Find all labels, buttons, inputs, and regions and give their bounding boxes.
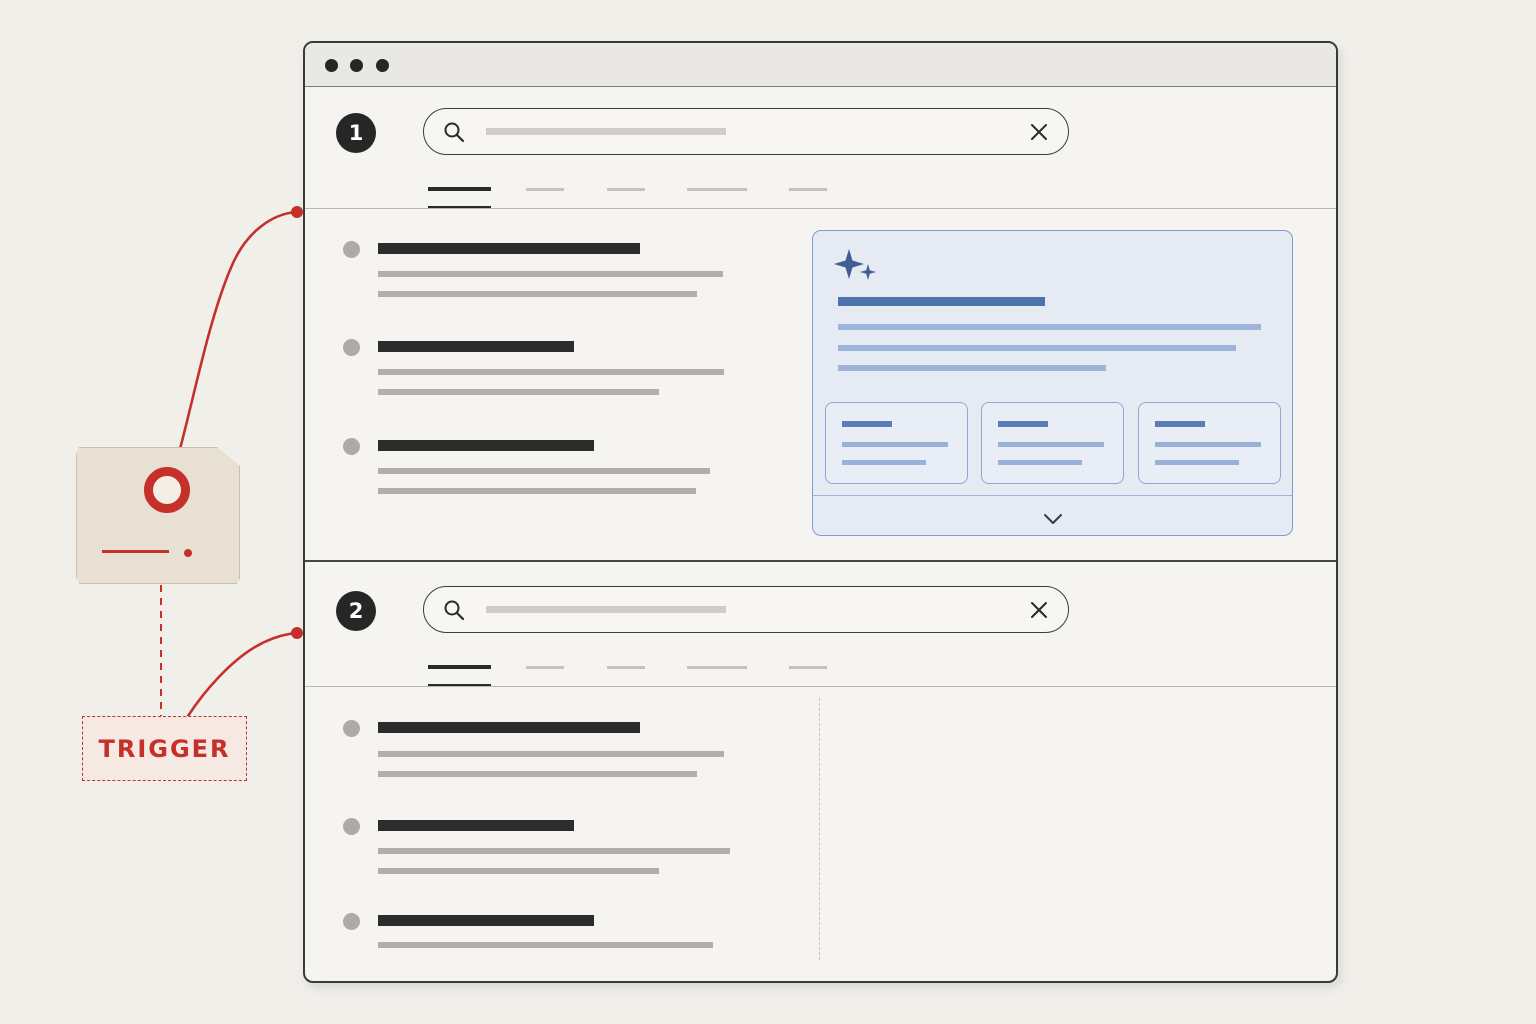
window-control-dot[interactable] xyxy=(325,59,338,72)
title-bar xyxy=(305,43,1336,87)
source-card-title xyxy=(842,421,892,427)
string-anchor-dot xyxy=(291,206,303,218)
tab[interactable] xyxy=(789,188,827,191)
source-card-title xyxy=(998,421,1048,427)
search-input[interactable] xyxy=(486,606,726,613)
trigger-label: TRIGGER xyxy=(82,716,247,781)
source-card-title xyxy=(1155,421,1205,427)
source-card-line xyxy=(998,460,1082,465)
tab-active[interactable] xyxy=(428,665,491,669)
result-title[interactable] xyxy=(378,440,594,451)
active-tab-indicator xyxy=(428,684,491,686)
search-bar[interactable] xyxy=(423,586,1069,633)
source-card-line xyxy=(1155,460,1239,465)
result-title[interactable] xyxy=(378,820,574,831)
result-favicon xyxy=(343,438,360,455)
tab[interactable] xyxy=(526,666,564,669)
search-input[interactable] xyxy=(486,128,726,135)
close-icon[interactable] xyxy=(1027,120,1051,144)
window-control-dot[interactable] xyxy=(376,59,389,72)
result-favicon xyxy=(343,818,360,835)
tab-divider xyxy=(305,686,1336,687)
empty-ai-overview-area xyxy=(819,698,820,960)
tag-eyelet xyxy=(144,467,190,513)
ai-source-card[interactable] xyxy=(1138,402,1281,484)
result-snippet-line xyxy=(378,848,730,854)
chevron-down-icon[interactable] xyxy=(1041,511,1065,527)
close-icon[interactable] xyxy=(1027,598,1051,622)
tab[interactable] xyxy=(687,666,747,669)
ai-source-card[interactable] xyxy=(825,402,968,484)
tab-active[interactable] xyxy=(428,187,491,191)
ai-overview-line xyxy=(838,365,1106,371)
result-favicon xyxy=(343,339,360,356)
result-title[interactable] xyxy=(378,915,594,926)
tab[interactable] xyxy=(526,188,564,191)
source-card-line xyxy=(1155,442,1261,447)
active-tab-indicator xyxy=(428,206,491,208)
window-control-dot[interactable] xyxy=(350,59,363,72)
result-favicon xyxy=(343,720,360,737)
result-snippet-line xyxy=(378,751,724,757)
result-snippet-line xyxy=(378,468,710,474)
step-badge: 2 xyxy=(336,591,376,631)
search-bar[interactable] xyxy=(423,108,1069,155)
ai-overview-divider xyxy=(813,495,1292,496)
result-snippet-line xyxy=(378,488,696,494)
sparkle-icon xyxy=(834,249,876,280)
tab[interactable] xyxy=(789,666,827,669)
tab[interactable] xyxy=(607,188,645,191)
ai-overview-line xyxy=(838,345,1236,351)
result-title[interactable] xyxy=(378,341,574,352)
result-snippet-line xyxy=(378,771,697,777)
result-snippet-line xyxy=(378,369,724,375)
panel-divider xyxy=(305,560,1336,562)
ai-source-card[interactable] xyxy=(981,402,1124,484)
price-tag-icon xyxy=(76,447,240,584)
source-card-line xyxy=(998,442,1104,447)
result-snippet-line xyxy=(378,271,723,277)
ai-overview-line xyxy=(838,324,1261,330)
browser-window: 1 xyxy=(303,41,1338,983)
source-card-line xyxy=(842,460,926,465)
result-snippet-line xyxy=(378,942,713,948)
result-title[interactable] xyxy=(378,243,640,254)
tag-dash xyxy=(102,550,169,553)
step-badge: 1 xyxy=(336,113,376,153)
tag-dot xyxy=(184,549,192,557)
result-snippet-line xyxy=(378,868,659,874)
source-card-line xyxy=(842,442,948,447)
tab[interactable] xyxy=(687,188,747,191)
search-icon xyxy=(444,600,465,621)
result-snippet-line xyxy=(378,389,659,395)
result-favicon xyxy=(343,241,360,258)
result-favicon xyxy=(343,913,360,930)
tab[interactable] xyxy=(607,666,645,669)
tab-divider xyxy=(305,208,1336,209)
result-title[interactable] xyxy=(378,722,640,733)
result-snippet-line xyxy=(378,291,697,297)
string-anchor-dot xyxy=(291,627,303,639)
ai-overview-title xyxy=(838,297,1045,306)
search-icon xyxy=(444,122,465,143)
ai-overview-panel xyxy=(812,230,1293,536)
